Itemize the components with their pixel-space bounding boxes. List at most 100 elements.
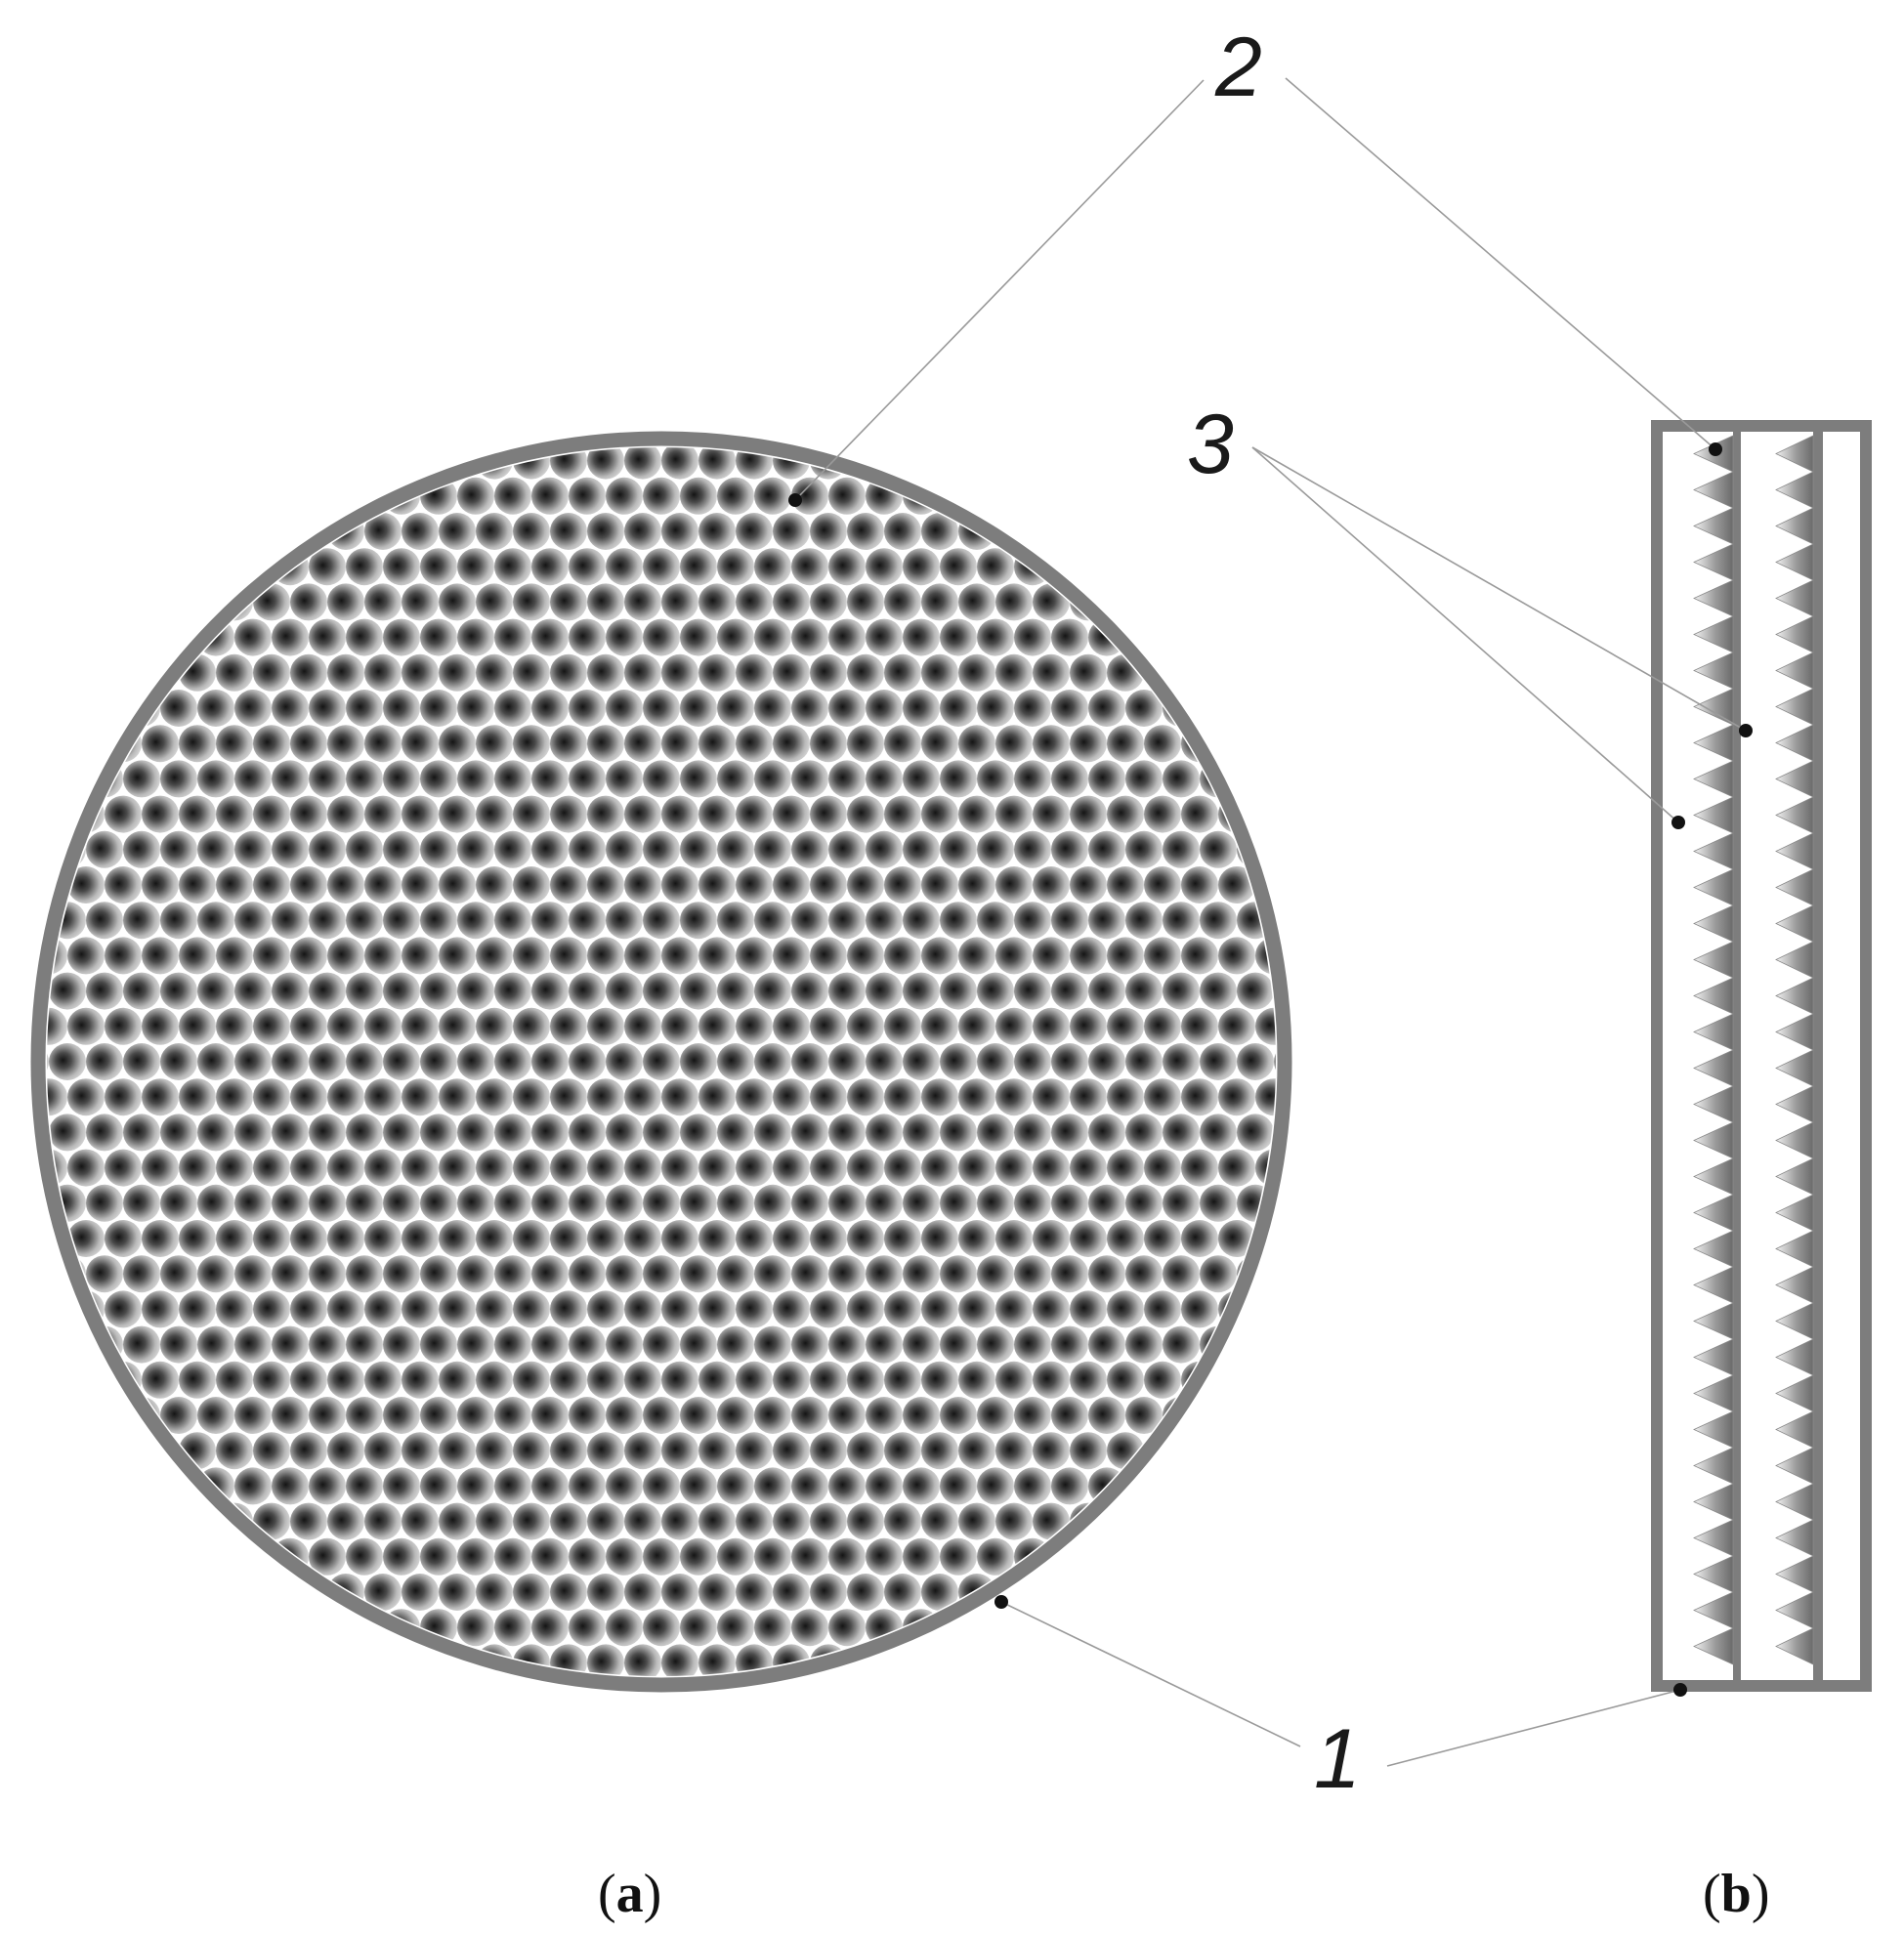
dome-element	[197, 1114, 234, 1152]
spike-element	[1693, 1555, 1734, 1593]
panel-label-b: (b)	[1703, 1864, 1769, 1924]
dome-element	[661, 1432, 698, 1470]
dome-element	[309, 1467, 346, 1505]
dome-element	[921, 1078, 958, 1116]
dome-element	[494, 972, 531, 1010]
dome-element	[234, 1255, 272, 1293]
dome-element	[977, 690, 1014, 727]
dome-element	[364, 1149, 402, 1187]
dome-element	[420, 760, 457, 798]
dome-element	[995, 1007, 1033, 1045]
dome-element	[272, 1114, 309, 1152]
dome-element	[940, 972, 977, 1010]
dome-element	[643, 618, 680, 656]
dome-element	[272, 1325, 309, 1364]
dome-element	[754, 1255, 791, 1293]
dome-element	[810, 513, 847, 550]
dome-element	[531, 1467, 569, 1505]
dome-element	[531, 690, 569, 727]
dome-element	[550, 1078, 587, 1116]
dome-element	[940, 1325, 977, 1364]
dome-element	[791, 477, 828, 515]
dome-element	[1088, 1397, 1125, 1434]
spike-element	[1693, 1483, 1734, 1521]
dome-element	[680, 477, 717, 515]
dome-element	[550, 1502, 587, 1540]
dome-element	[197, 760, 234, 798]
dome-element	[457, 830, 494, 868]
dome-element	[884, 937, 921, 975]
dome-element	[531, 1397, 569, 1434]
dome-element	[773, 1078, 810, 1116]
dome-element	[513, 1574, 550, 1611]
dome-element	[364, 1290, 402, 1328]
spike-element	[1693, 1338, 1734, 1376]
dome-element	[457, 1114, 494, 1152]
dome-element	[977, 830, 1014, 868]
dome-element	[47, 1078, 67, 1116]
spike-element	[1693, 1049, 1734, 1087]
dome-element	[958, 1290, 995, 1328]
dome-element	[1070, 1432, 1107, 1470]
dome-element	[717, 1467, 754, 1505]
dome-element	[364, 866, 402, 904]
dome-element	[958, 653, 995, 692]
dome-element	[866, 690, 903, 727]
dome-element	[550, 866, 587, 904]
spike-element	[1693, 941, 1734, 979]
dome-element	[1125, 1325, 1163, 1364]
dome-element	[847, 1361, 884, 1399]
dome-element	[253, 653, 290, 692]
dome-element	[1088, 1114, 1125, 1152]
dome-element	[680, 1609, 717, 1647]
dome-element	[513, 866, 550, 904]
dome-element	[810, 1220, 847, 1257]
dome-element	[884, 1007, 921, 1045]
dome-element	[791, 1467, 828, 1505]
dome-element	[773, 866, 810, 904]
dome-element	[810, 1290, 847, 1328]
dome-element	[327, 866, 364, 904]
dome-element	[197, 1325, 234, 1364]
dome-element	[142, 795, 179, 833]
dome-element	[995, 1220, 1033, 1257]
dome-element	[402, 1432, 439, 1470]
dome-element	[847, 795, 884, 833]
dome-element	[958, 937, 995, 975]
spike-element	[1693, 507, 1734, 545]
dome-element	[754, 690, 791, 727]
dome-element	[736, 1574, 773, 1611]
dome-element	[290, 725, 327, 763]
dome-element	[810, 653, 847, 692]
dome-element	[569, 1043, 606, 1080]
dome-element	[105, 1149, 142, 1187]
dome-element	[476, 1220, 513, 1257]
dome-element	[272, 902, 309, 940]
dome-element	[828, 1255, 866, 1293]
dome-element	[569, 760, 606, 798]
dome-element	[1070, 1007, 1107, 1045]
dome-element	[346, 1043, 383, 1080]
dome-element	[977, 1397, 1014, 1434]
dome-element	[773, 513, 810, 550]
dome-element	[420, 690, 457, 727]
dome-element	[290, 1502, 327, 1540]
dome-element	[1163, 1184, 1200, 1222]
dome-element	[1200, 1043, 1237, 1080]
dome-element	[216, 1149, 253, 1187]
dome-element	[791, 760, 828, 798]
dome-element	[958, 866, 995, 904]
dome-element	[661, 1644, 698, 1676]
dome-element	[1125, 690, 1163, 727]
section-wall-2	[1813, 426, 1823, 1686]
dome-element	[1051, 690, 1088, 727]
dome-element	[1107, 1290, 1144, 1328]
dome-element	[123, 972, 160, 1010]
dome-element	[457, 618, 494, 656]
dome-element	[290, 1432, 327, 1470]
dome-element	[327, 795, 364, 833]
dome-element	[86, 1255, 123, 1293]
dome-element	[977, 618, 1014, 656]
dome-element	[49, 1114, 86, 1152]
dome-element	[1107, 1220, 1144, 1257]
